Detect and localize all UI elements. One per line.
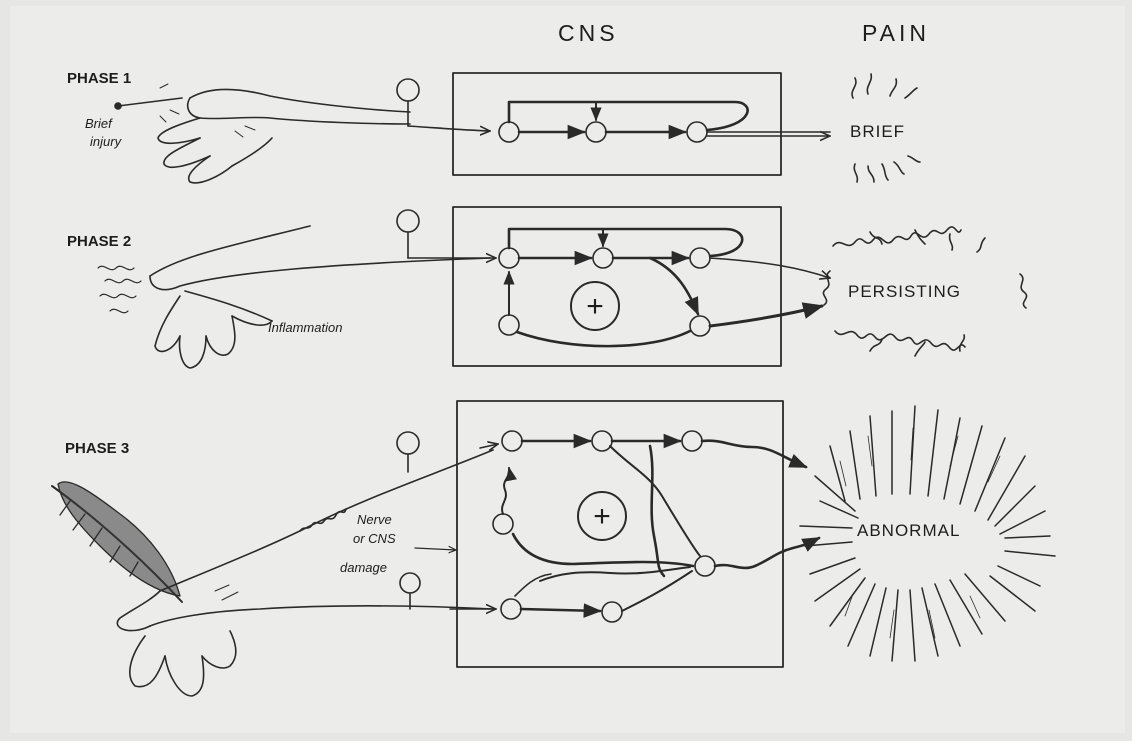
cns-header: CNS — [558, 20, 619, 46]
diagram-canvas: CNS PAIN PHASE 1 Brief injury — [10, 6, 1125, 733]
sensory-neuron-2-icon — [397, 210, 419, 258]
phase-2-label: PHASE 2 — [67, 233, 131, 250]
pain-phases-figure: CNS PAIN PHASE 1 Brief injury — [10, 6, 1125, 733]
pain-header: PAIN — [862, 20, 930, 46]
hand-1-icon — [158, 90, 410, 183]
phase-1-row: PHASE 1 Brief injury — [67, 70, 920, 183]
sensory-neuron-4-icon — [400, 573, 420, 609]
phase-3-note-line-2: or CNS — [353, 531, 396, 546]
outcome-brief: BRIEF — [850, 122, 905, 141]
feather-icon — [52, 482, 182, 602]
phase-3-note-line-3: damage — [340, 560, 387, 575]
outcome-persisting: PERSISTING — [848, 282, 961, 301]
phase-1-note-line-2: injury — [90, 134, 123, 149]
outcome-abnormal: ABNORMAL — [857, 521, 960, 540]
injury-pin-icon — [115, 84, 182, 122]
hand-2-icon — [150, 226, 490, 368]
plus-symbol-2: + — [586, 290, 604, 323]
phase-1-label: PHASE 1 — [67, 70, 131, 87]
plus-symbol-3: + — [593, 500, 611, 533]
hand-3-icon — [117, 450, 493, 696]
phase-2-note-line-1: Inflammation — [268, 320, 342, 335]
phase-1-note-line-1: Brief — [85, 116, 113, 131]
phase-3-note-line-1: Nerve — [357, 512, 392, 527]
cns-circuit-3: + — [493, 431, 819, 622]
phase-3-label: PHASE 3 — [65, 440, 129, 457]
inflammation-marks-icon — [98, 266, 141, 312]
phase-3-row: PHASE 3 Nerve or CNS damage — [52, 401, 1055, 696]
sensory-neuron-1-icon — [397, 79, 490, 131]
sensory-neuron-3-icon — [397, 432, 419, 472]
phase-2-row: PHASE 2 Inflammation — [67, 207, 1027, 368]
